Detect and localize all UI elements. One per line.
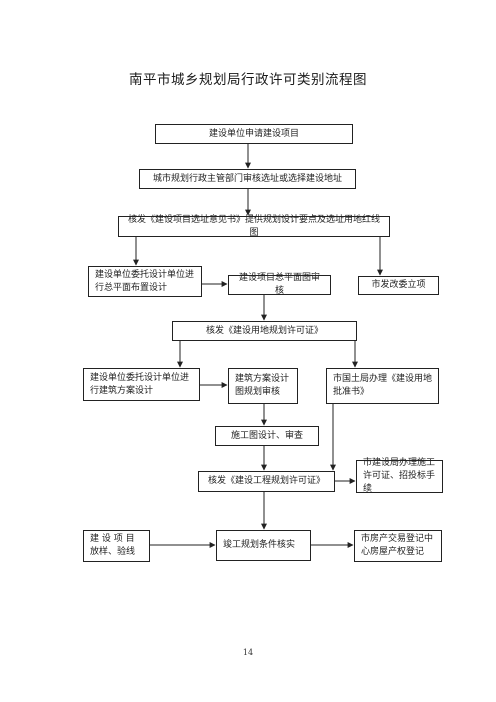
node-architecture-design: 建设单位委托设计单位进行建筑方案设计 xyxy=(83,368,200,401)
node-completion-verify: 竣工规划条件核实 xyxy=(216,530,311,561)
page-number: 14 xyxy=(242,648,254,657)
node-land-use-permit: 核发《建设用地规划许可证》 xyxy=(172,321,357,341)
node-general-plan-design: 建设单位委托设计单位进行总平面布置设计 xyxy=(88,266,202,297)
node-architecture-review: 建筑方案设计图规划审核 xyxy=(228,368,298,404)
page-title: 南平市城乡规划局行政许可类别流程图 xyxy=(129,72,367,88)
node-setout-check: 建 设 项 目 放样、验线 xyxy=(83,530,150,562)
node-land-approval: 市国土局办理《建设用地批准书》 xyxy=(326,368,439,404)
node-site-opinion: 核发《建设项目选址意见书》提供规划设计要点及选址用地红线图 xyxy=(118,215,390,238)
node-property-registration: 市房产交易登记中心房屋产权登记 xyxy=(354,530,442,562)
node-engineering-permit: 核发《建设工程规划许可证》 xyxy=(198,471,335,492)
node-general-plan-review: 建设项目总平面图审核 xyxy=(228,273,331,296)
node-site-review: 城市规划行政主管部门审核选址或选择建设地址 xyxy=(139,169,356,189)
node-construction-drawing: 施工图设计、审查 xyxy=(215,426,319,446)
node-ndrc-approval: 市发改委立项 xyxy=(358,276,439,295)
node-apply-project: 建设单位申请建设项目 xyxy=(155,124,353,144)
node-construction-license: 市建设局办理施工许可证、招投标手续 xyxy=(356,458,443,494)
